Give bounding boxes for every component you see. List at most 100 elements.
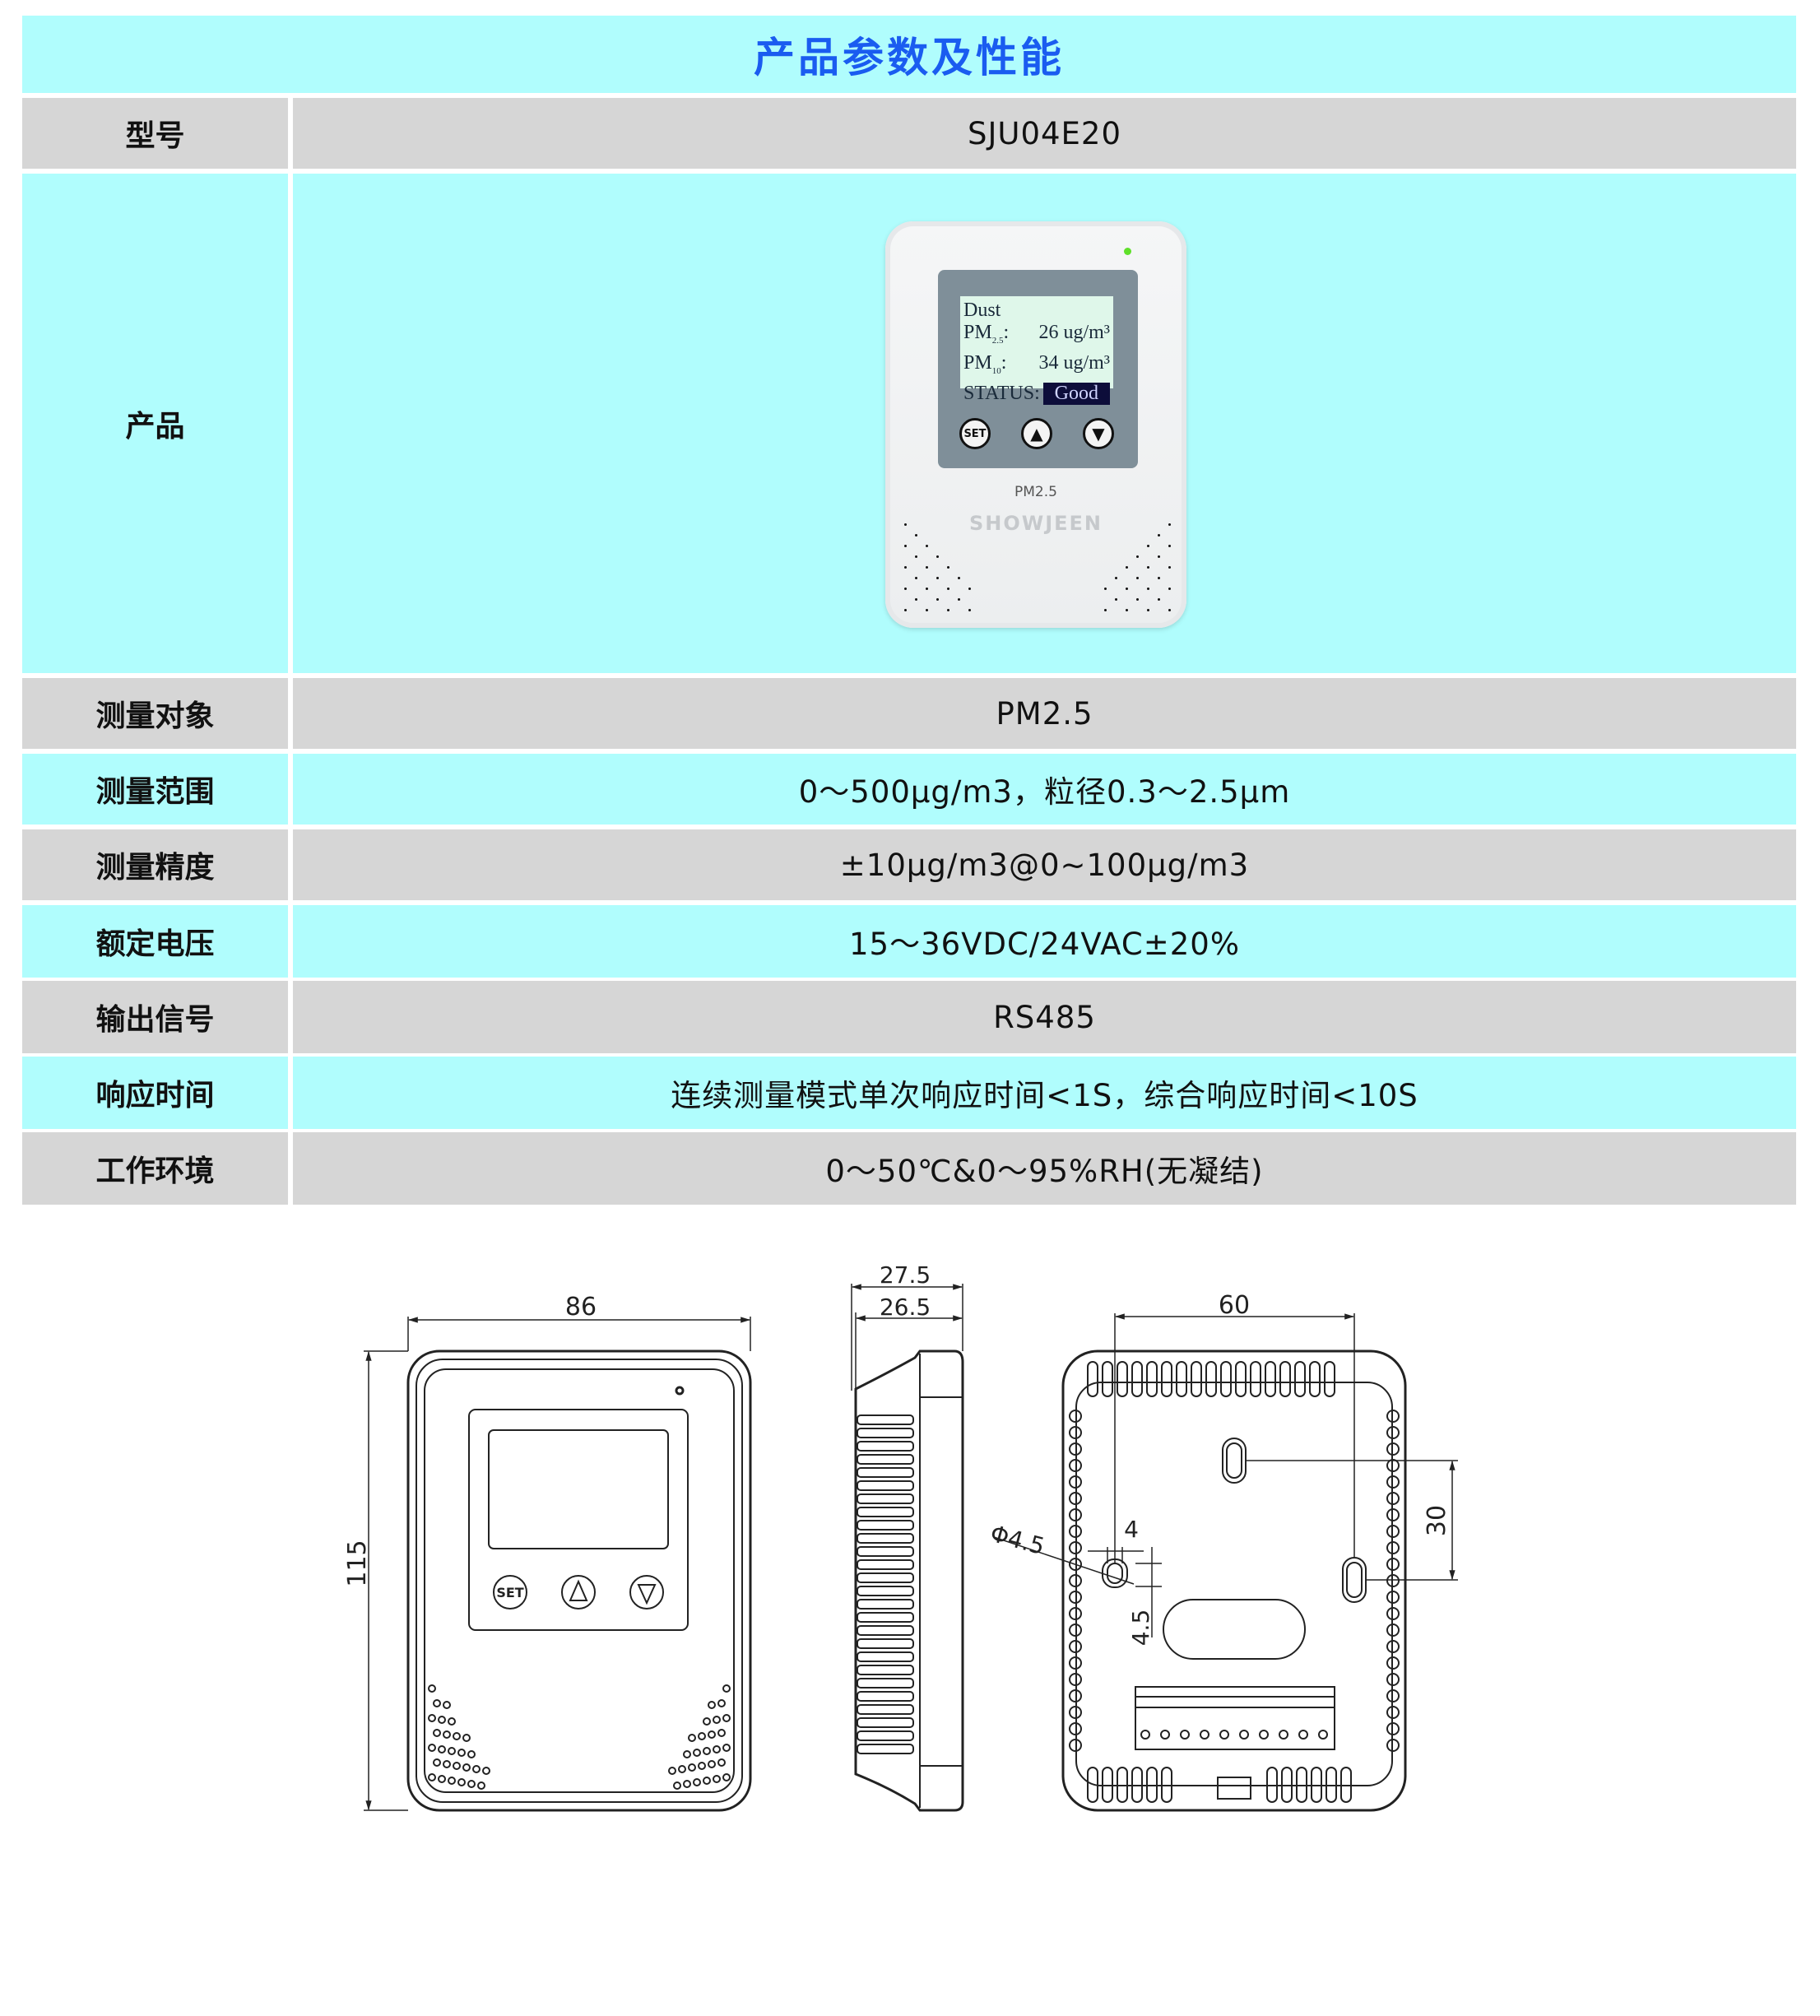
vent-slot <box>857 1638 914 1649</box>
vent-slot <box>857 1612 914 1623</box>
speaker-hole <box>926 588 928 590</box>
lcd-line-pm10: PM10:34 ug/m³ <box>963 352 1113 383</box>
vent-slot <box>857 1428 914 1438</box>
speaker-hole <box>433 1758 441 1767</box>
speaker-hole <box>688 1734 696 1742</box>
down-arrow-icon: ▼ <box>1083 418 1114 449</box>
speaker-hole <box>1115 598 1117 601</box>
row-label: 型号 <box>22 98 288 169</box>
back-v-spacing-dim: 30 <box>1423 1505 1451 1536</box>
speaker-hole <box>708 1760 716 1768</box>
speaker-hole <box>693 1749 701 1757</box>
vent-slot <box>1191 1361 1202 1397</box>
vent-slot <box>1386 1607 1400 1620</box>
vent-slot <box>857 1651 914 1662</box>
vent-slot <box>1069 1656 1082 1670</box>
vent-slot <box>1311 1767 1322 1803</box>
row-value: 0～500μg/m3，粒径0.3～2.5μm <box>293 754 1796 825</box>
vent-slot <box>1069 1623 1082 1637</box>
speaker-hole <box>915 577 917 579</box>
speaker-hole <box>1115 577 1117 579</box>
speaker-hole <box>1126 588 1128 590</box>
vent-slot <box>857 1493 914 1504</box>
lcd-screen: Dust PM2.5:26 ug/m³ PM10:34 ug/m³ STATUS… <box>960 296 1113 405</box>
vent-slot <box>1069 1525 1082 1538</box>
speaker-hole <box>1126 609 1128 611</box>
vent-slot <box>1176 1361 1187 1397</box>
vent-slot <box>1250 1361 1261 1397</box>
speaker-hole <box>708 1730 716 1739</box>
speaker-hole <box>1158 534 1160 537</box>
vent-slot <box>1279 1361 1291 1397</box>
speaker-hole <box>467 1780 476 1788</box>
speaker-hole <box>448 1747 456 1755</box>
speaker-hole <box>926 566 928 569</box>
vent-slot <box>857 1414 914 1425</box>
speaker-hole <box>926 545 928 547</box>
speaker-hole <box>457 1749 466 1757</box>
vent-slot <box>1235 1361 1247 1397</box>
speaker-hole <box>678 1765 686 1773</box>
vent-slot <box>1069 1492 1082 1505</box>
row-label: 响应时间 <box>22 1057 288 1129</box>
vent-slot <box>1069 1574 1082 1587</box>
row-value: ±10μg/m3@0~100μg/m3 <box>293 829 1796 900</box>
speaker-hole <box>673 1781 681 1790</box>
speaker-hole <box>915 555 917 558</box>
vent-slot <box>1069 1706 1082 1719</box>
speaker-hole <box>443 1701 451 1709</box>
speaker-hole <box>1168 566 1171 569</box>
dimension-drawings: SET 86 115 27.5 26.5 60 30 Φ4 <box>343 1261 1458 1812</box>
set-button: SET <box>959 418 991 449</box>
speaker-hole <box>693 1778 701 1786</box>
speaker-hole <box>947 609 949 611</box>
row-value: 0～50℃&0～95%RH(无凝结) <box>293 1132 1796 1205</box>
vent-slot <box>1069 1739 1082 1752</box>
speaker-hole <box>467 1750 476 1758</box>
vent-slot <box>1386 1541 1400 1554</box>
pm10-label: PM <box>963 351 992 374</box>
lcd-line-dust: Dust <box>963 300 1113 322</box>
speaker-hole <box>428 1714 436 1722</box>
vent-slot <box>1386 1410 1400 1423</box>
vent-slot <box>1386 1623 1400 1637</box>
terminal-screw <box>1239 1730 1249 1740</box>
speaker-hole <box>1147 609 1149 611</box>
vent-slot <box>1324 1361 1335 1397</box>
speaker-hole <box>448 1717 456 1726</box>
speaker-hole <box>958 598 960 601</box>
speaker-hole <box>438 1745 446 1754</box>
speaker-hole <box>433 1729 441 1737</box>
speaker-hole <box>472 1765 481 1773</box>
row-label: 测量对象 <box>22 678 288 749</box>
pm10-value: 34 ug/m³ <box>1038 351 1110 374</box>
speaker-hole <box>904 566 907 569</box>
vent-slot <box>857 1704 914 1715</box>
speaker-hole <box>904 588 907 590</box>
vent-slot <box>1087 1767 1098 1803</box>
speaker-hole <box>1168 545 1171 547</box>
pm10-sub: 10 <box>991 365 1001 376</box>
vent-slot <box>857 1625 914 1636</box>
vent-slot <box>1146 1767 1158 1803</box>
vent-slot <box>1386 1722 1400 1735</box>
speaker-hole <box>1158 577 1160 579</box>
speaker-hole <box>958 577 960 579</box>
speaker-hole <box>713 1775 721 1783</box>
brand-logo: SHOWJEEN <box>968 512 1103 535</box>
vent-slot <box>857 1599 914 1610</box>
vent-slot <box>857 1691 914 1702</box>
vent-slot <box>1220 1361 1232 1397</box>
speaker-hole <box>428 1684 436 1693</box>
speaker-hole <box>1136 598 1139 601</box>
front-width-dim: 86 <box>565 1293 597 1322</box>
speaker-hole <box>438 1716 446 1724</box>
vent-slot <box>1146 1361 1158 1397</box>
speaker-hole <box>688 1763 696 1772</box>
terminal-screw <box>1200 1730 1209 1740</box>
vent-slot <box>857 1454 914 1465</box>
vent-slot <box>1117 1361 1128 1397</box>
speaker-hole <box>703 1777 711 1785</box>
pm25-sub: 2.5 <box>991 335 1004 346</box>
